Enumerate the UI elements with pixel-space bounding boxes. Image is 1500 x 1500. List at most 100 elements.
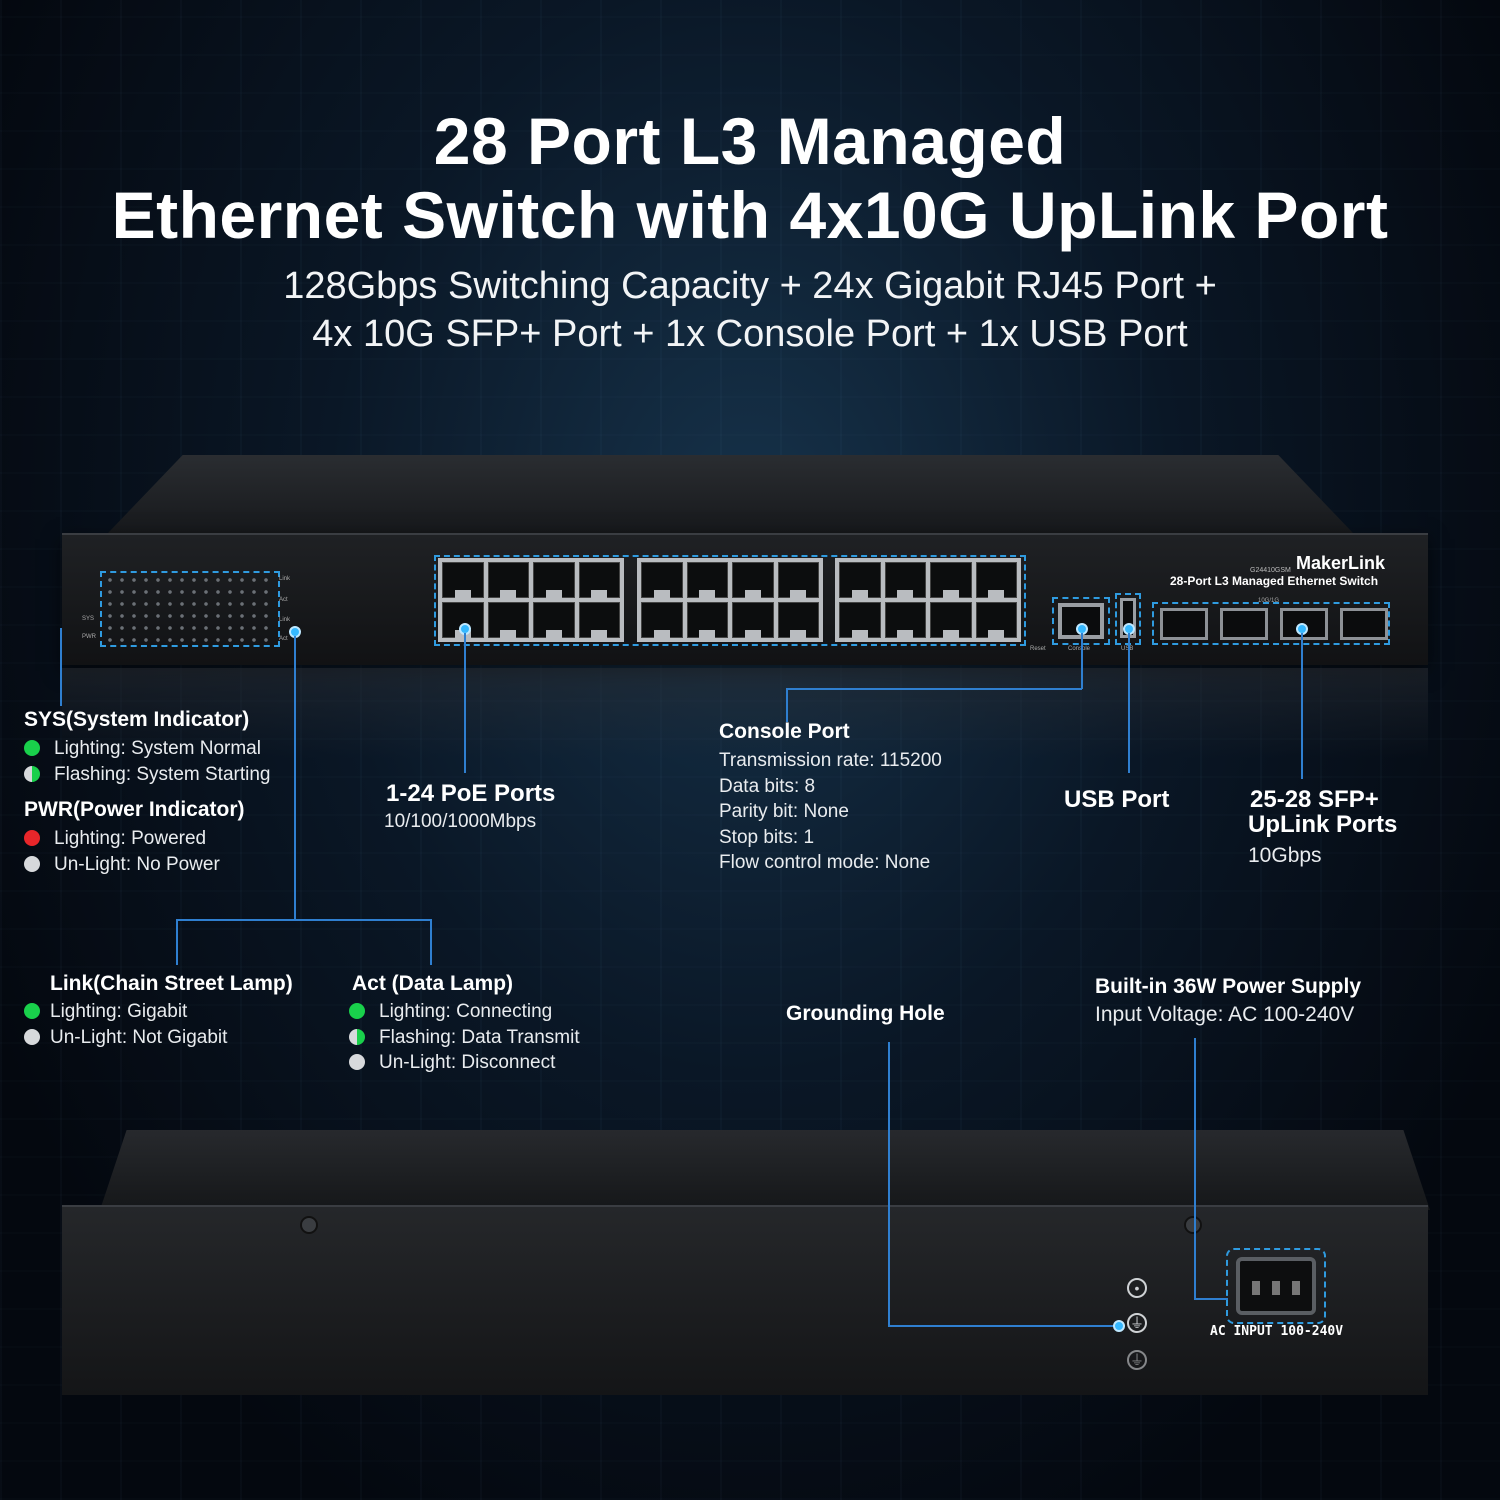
grounding-branch-line [888,1325,1124,1327]
power-supply-title: Built-in 36W Power Supply [1095,975,1362,998]
green-led-icon [24,740,40,756]
led-highlight-box [100,571,280,647]
rj45-port-block-3 [835,558,1021,642]
power-input-voltage: Input Voltage: AC 100-240V [1095,1003,1355,1026]
rj45-port[interactable] [777,562,819,598]
led-link-label: Link [279,576,291,582]
sfp-port-28[interactable] [1340,608,1388,640]
rj45-port[interactable] [641,562,683,598]
usb-port-title: USB Port [1064,786,1170,813]
pwr-indicator-title: PWR(Power Indicator) [24,798,245,821]
rj45-port[interactable] [732,602,774,638]
rj45-highlight-box [434,555,1026,646]
device-model: G24410GSM [1250,567,1291,574]
poe-ports-title: 1-24 PoE Ports [386,780,556,807]
ac-pin [1272,1281,1280,1295]
ac-power-socket[interactable] [1236,1257,1316,1315]
status-led-grid [104,574,276,644]
ac-input-label: AC INPUT 100-240V [1210,1324,1344,1339]
console-port-title: Console Port [719,720,850,743]
subtitle-line-1: 128Gbps Switching Capacity + 24x Gigabit… [283,265,1217,307]
switch-reflection [62,668,1428,758]
screw-icon [300,1216,318,1234]
rj45-port[interactable] [487,562,529,598]
sys-item-starting: Flashing: System Starting [24,764,270,786]
led-link-label-2: Link [279,617,291,623]
ground-symbol-reflection-icon: ⏚ [1127,1350,1147,1370]
usb-port-label: USB [1121,646,1133,652]
rj45-port[interactable] [641,602,683,638]
link-connector-line [176,919,178,965]
pwr-led-label: PWR [82,634,96,640]
sfp-ports-speed: 10Gbps [1248,844,1322,867]
rj45-port[interactable] [442,562,484,598]
led-branch-line [176,919,432,921]
link-item-not-gigabit: Un-Light: Not Gigabit [24,1027,227,1049]
led-act-label: Act [279,597,288,603]
grounding-connector-line [888,1042,890,1327]
ground-symbol-icon: ⏚ [1127,1313,1147,1333]
sys-indicator-title: SYS(System Indicator) [24,708,250,731]
poe-ports-speed: 10/100/1000Mbps [384,811,537,832]
pwr-item-no-power: Un-Light: No Power [24,854,220,876]
rj45-port[interactable] [975,562,1017,598]
ac-pin [1252,1281,1260,1295]
led-connector-line [294,636,296,920]
page-subtitle: 128Gbps Switching Capacity + 24x Gigabit… [0,262,1500,358]
sfp-ports-title: 25-28 SFP+ [1250,786,1379,813]
rj45-port[interactable] [839,562,881,598]
grounding-hole-title: Grounding Hole [786,1002,945,1025]
rj45-port[interactable] [884,602,926,638]
off-led-icon [24,1029,40,1045]
ac-pin [1292,1281,1300,1295]
sys-connector-line [60,628,62,706]
sfp-connector-line [1301,633,1303,779]
rj45-port[interactable] [839,602,881,638]
brand-logo: MakerLink [1296,553,1386,573]
subtitle-line-2: 4x 10G SFP+ Port + 1x Console Port + 1x … [312,313,1188,355]
sfp-port-25[interactable] [1160,608,1208,640]
console-line: Parity bit: None [719,801,849,822]
rj45-port[interactable] [686,562,728,598]
led-act-label-2: Act [279,636,288,642]
grounding-screw-icon: • [1127,1278,1147,1298]
rj45-port[interactable] [487,602,529,638]
ac-highlight-box [1226,1248,1326,1324]
green-led-icon [24,1003,40,1019]
rj45-port[interactable] [732,562,774,598]
red-led-icon [24,830,40,846]
rj45-port[interactable] [686,602,728,638]
switch-top-cover [108,455,1353,533]
act-lamp-title: Act (Data Lamp) [352,972,514,995]
rj45-port[interactable] [533,562,575,598]
console-line: Stop bits: 1 [719,827,815,848]
usb-connector-line [1128,633,1130,773]
rj45-port[interactable] [777,602,819,638]
rj45-port[interactable] [578,602,620,638]
reset-label: Reset [1030,646,1046,652]
flashing-led-icon [349,1029,365,1045]
off-led-icon [349,1054,365,1070]
rj45-port[interactable] [884,562,926,598]
console-line: Flow control mode: None [719,852,931,873]
switch-rear-panel [62,1205,1428,1395]
rj45-port[interactable] [930,602,972,638]
link-lamp-title: Link(Chain Street Lamp) [50,972,293,995]
console-port-label: Console [1068,646,1091,652]
switch-rear-cover [100,1130,1430,1210]
rj45-port[interactable] [533,602,575,638]
off-led-icon [24,856,40,872]
sfp-port-26[interactable] [1220,608,1268,640]
page-title: 28 Port L3 Managed Ethernet Switch with … [0,104,1500,252]
rj45-port[interactable] [578,562,620,598]
link-item-gigabit: Lighting: Gigabit [24,1001,187,1023]
pwr-item-powered: Lighting: Powered [24,828,206,850]
sfp-ports-subtitle: UpLink Ports [1248,811,1398,838]
rj45-port[interactable] [930,562,972,598]
power-branch-line [1194,1298,1228,1300]
title-line-1: 28 Port L3 Managed [433,104,1067,178]
console-line: Data bits: 8 [719,776,816,797]
sfp-highlight-box [1152,602,1390,645]
rj45-port-block-2 [637,558,823,642]
rj45-port[interactable] [975,602,1017,638]
